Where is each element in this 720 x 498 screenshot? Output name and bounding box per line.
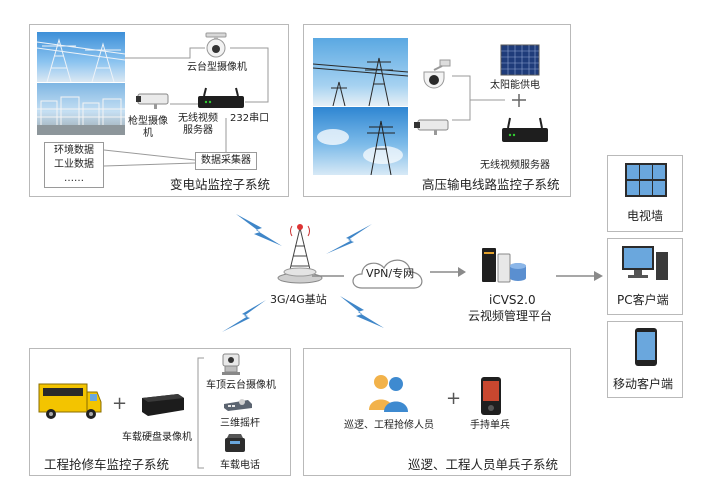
data-item-more: …… <box>64 173 84 184</box>
vpn-label: VPN/专网 <box>366 267 415 280</box>
substation-title: 变电站监控子系统 <box>170 177 271 192</box>
joystick-icon <box>222 396 254 412</box>
vehicle-dvr-icon <box>138 390 186 418</box>
wireless-server-icon <box>196 86 246 110</box>
vehicle-title: 工程抢修车监控子系统 <box>44 457 170 472</box>
data-items-box: 环境数据 工业数据 …… <box>44 142 104 188</box>
transmission-photo-top <box>313 38 408 106</box>
gun-camera-icon <box>136 92 172 110</box>
dvr-label: 车载硬盘录像机 <box>122 432 192 443</box>
substation-photo-top <box>37 32 125 82</box>
solar-label: 太阳能供电 <box>490 80 540 91</box>
handheld-device-icon <box>480 376 502 416</box>
vehicle-plus: + <box>112 393 128 414</box>
base-station-tower-icon <box>276 222 324 284</box>
joystick-label: 三维摇杆 <box>220 418 260 429</box>
serial-port-label: 232串口 <box>230 113 270 124</box>
roof-camera-icon <box>220 352 242 376</box>
base-station-label: 3G/4G基站 <box>270 293 327 306</box>
patrol-people-icon <box>366 372 412 412</box>
pc-client-label: PC客户端 <box>617 293 669 307</box>
transmission-server-label: 无线视频服务器 <box>480 160 550 171</box>
personnel-title: 巡逻、工程人员单兵子系统 <box>408 457 559 472</box>
transmission-title: 高压输电线路监控子系统 <box>422 177 560 192</box>
mobile-client-icon <box>634 327 658 367</box>
bullet-camera-icon <box>414 118 452 136</box>
data-item-industrial: 工业数据 <box>54 159 94 170</box>
solar-panel-icon <box>500 44 540 76</box>
handheld-label: 手持单兵 <box>470 420 510 431</box>
tv-wall-label: 电视墙 <box>627 209 664 223</box>
repair-truck-icon <box>37 378 103 422</box>
transmission-photo-bottom <box>313 107 408 175</box>
speed-dome-camera-icon <box>420 58 452 92</box>
platform-name: iCVS2.0 <box>489 293 536 307</box>
data-item-environment: 环境数据 <box>54 145 94 156</box>
mobile-client-label: 移动客户端 <box>613 377 674 391</box>
roof-camera-label: 车顶云台摄像机 <box>206 380 276 391</box>
transmission-server-icon <box>500 116 550 144</box>
vpn-cloud-icon <box>348 252 430 294</box>
wireless-server-label: 无线视频 服务器 <box>178 113 218 136</box>
platform-server-icon <box>474 244 534 284</box>
personnel-panel <box>303 348 571 476</box>
data-collector-box: 数据采集器 <box>195 152 257 170</box>
ptz-camera-icon <box>203 32 229 58</box>
phone-label: 车载电话 <box>220 460 260 471</box>
pc-client-icon <box>620 244 670 284</box>
ptz-camera-label: 云台型摄像机 <box>187 62 247 73</box>
patrol-people-label: 巡逻、工程抢修人员 <box>344 420 434 431</box>
gun-camera-label: 枪型摄像 机 <box>128 116 168 139</box>
vehicle-phone-icon <box>223 432 247 454</box>
data-collector-label: 数据采集器 <box>201 155 251 166</box>
platform-subtitle: 云视频管理平台 <box>468 309 553 323</box>
personnel-plus: + <box>446 388 462 409</box>
tv-wall-icon <box>624 162 668 198</box>
substation-photo-bottom <box>37 83 125 135</box>
